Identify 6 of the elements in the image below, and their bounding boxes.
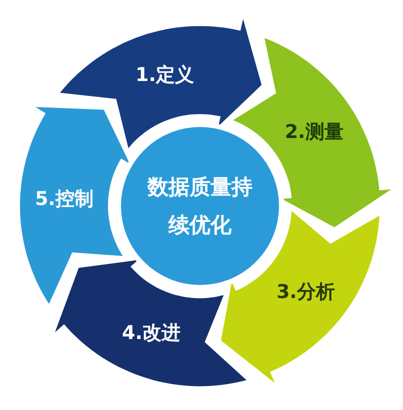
step-label: 3.分析	[276, 280, 335, 305]
center-title: 数据质量持续优化	[146, 174, 254, 239]
step-label: 2.测量	[284, 120, 344, 145]
step-label: 5.控制	[34, 186, 94, 212]
step-label: 1.定义	[136, 62, 194, 88]
step-label: 4.改进	[122, 320, 180, 346]
